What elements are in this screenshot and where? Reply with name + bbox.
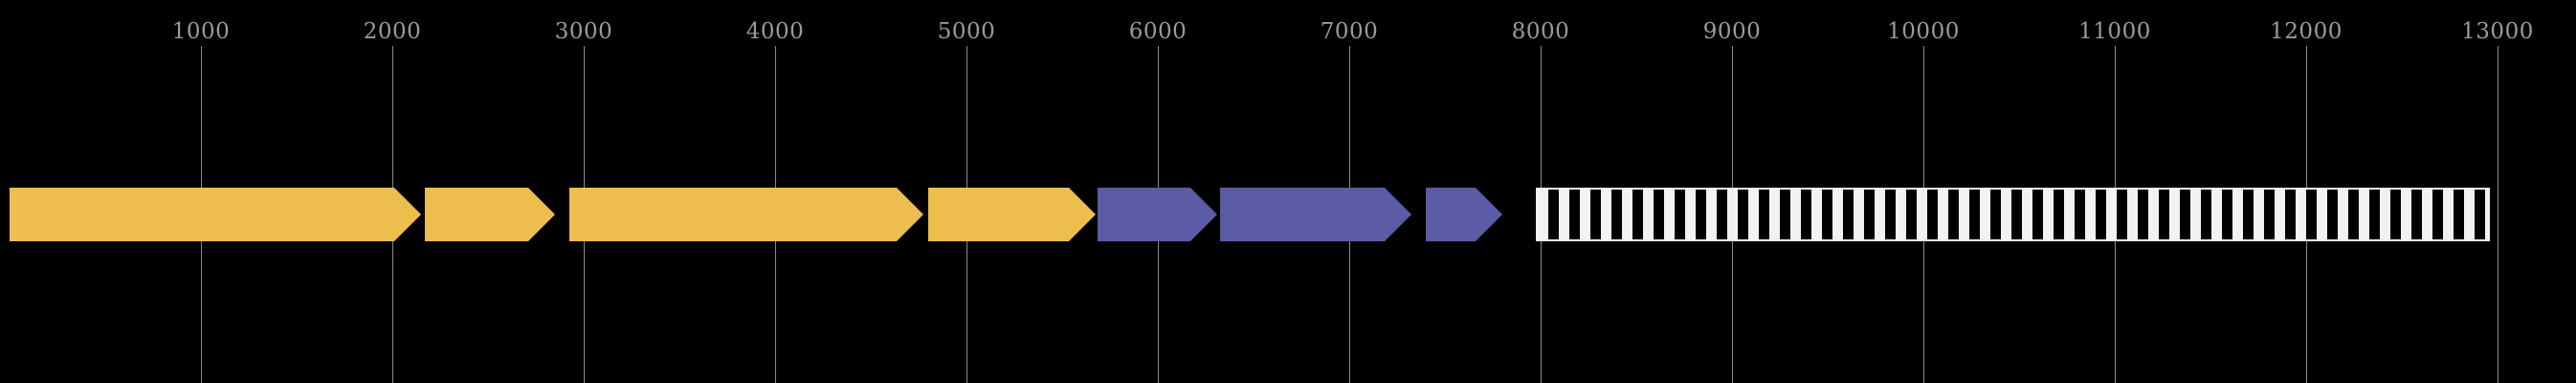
feature-arrow-polygon [425,188,555,241]
feature-1[interactable] [10,188,421,241]
feature-arrow-shape [10,188,421,241]
feature-arrow-polygon [10,188,421,241]
feature-arrow-polygon [1426,188,1502,241]
feature-arrow-polygon [1220,188,1411,241]
feature-2[interactable] [425,188,555,241]
feature-7[interactable] [1426,188,1502,241]
feature-arrow-polygon [928,188,1096,241]
feature-3[interactable] [569,188,923,241]
feature-arrow-polygon [1098,188,1217,241]
feature-arrow-shape [928,188,1096,241]
feature-arrow-shape [1426,188,1502,241]
feature-8[interactable] [1536,188,2490,241]
feature-striped-body [1536,188,2490,241]
feature-arrow-shape [1098,188,1217,241]
feature-arrow-shape [569,188,923,241]
feature-5[interactable] [1098,188,1217,241]
feature-arrow-polygon [569,188,923,241]
feature-4[interactable] [928,188,1096,241]
feature-arrow-shape [425,188,555,241]
feature-6[interactable] [1220,188,1411,241]
feature-arrow-shape [1220,188,1411,241]
